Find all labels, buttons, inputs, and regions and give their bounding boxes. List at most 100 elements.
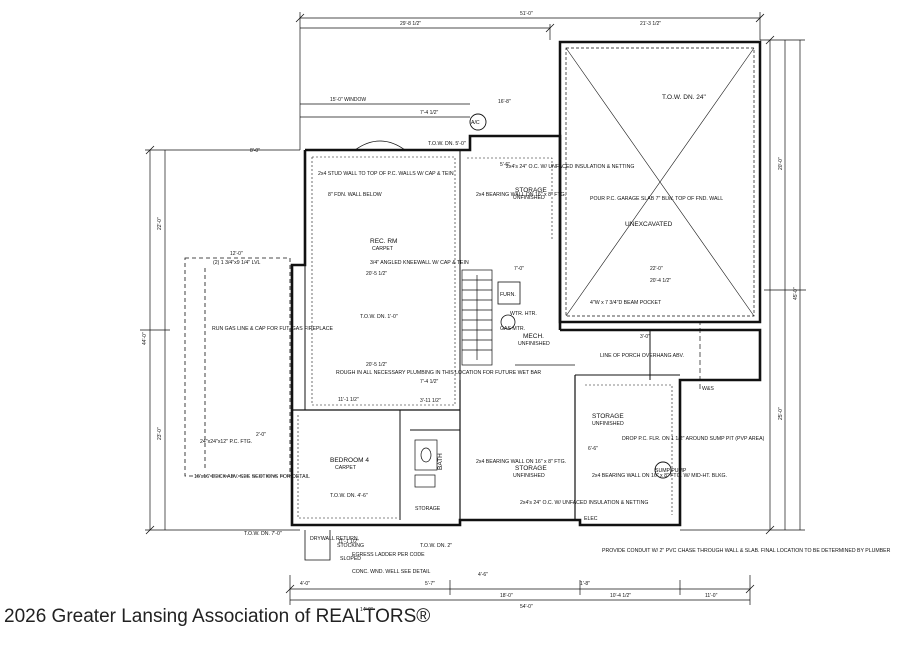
callout-fireplace: RUN GAS LINE & CAP FOR FUT. GAS FIREPLAC…: [212, 326, 334, 332]
stud-walls: [297, 156, 673, 519]
callout-insulation: 2x4's 24" O.C. W/ UNFACED INSULATION & N…: [506, 164, 634, 170]
callout-beam-pocket: 4"W x 7 3/4"D BEAM POCKET: [590, 300, 662, 306]
dim-bottom-right: 10'-4 1/2": [610, 593, 631, 599]
dim-rec-width: 20'-5 1/2": [366, 271, 387, 277]
dim-8-0: 8'-0": [250, 148, 260, 154]
dim-4-0: 4'-0": [300, 581, 310, 587]
dim-top-left: 29'-8 1/2": [400, 21, 421, 27]
callout-drywall: DRYWALL RETURN: [310, 536, 358, 542]
window-wells: [304, 140, 406, 561]
callout-stock: STOCKING: [337, 543, 364, 549]
callout-egress: EGRESS LADDER PER CODE: [352, 552, 425, 558]
callout-bearing-wall-1: 2x4 BEARING WALL ON 16" x 8" FTG.: [476, 192, 566, 198]
callout-sloped: SLOPED: [340, 556, 361, 562]
dim-7-4-b: 7'-4 1/2": [420, 379, 439, 385]
room-storage-mid-floor: UNFINISHED: [513, 473, 545, 479]
room-rec-rm: REC. RM: [370, 238, 397, 245]
callout-elec: ELEC: [584, 516, 598, 522]
room-bedroom-floor: CARPET: [335, 465, 357, 471]
callout-drain: PROVIDE CONDUIT W/ 2" PVC CHASE THROUGH …: [602, 548, 891, 554]
room-unexcavated: UNEXCAVATED: [625, 221, 673, 228]
room-storage-right-floor: UNFINISHED: [592, 421, 624, 427]
room-bath: BATH: [437, 453, 444, 470]
callout-furnace: FURN.: [500, 292, 516, 298]
dim-left-total: 44'-0": [142, 332, 148, 345]
dim-right-total: 45'-0": [793, 287, 799, 300]
dimension-lines: [140, 12, 806, 605]
dim-5-7: 5'-7": [425, 581, 435, 587]
dimension-ticks: [145, 13, 775, 594]
stairs: [461, 269, 493, 366]
callout-garage-wall: POUR P.C. GARAGE SLAB 7" BLW. TOP OF FND…: [590, 196, 723, 202]
foundation-walls: [290, 134, 762, 527]
dim-3-11: 3'-11 1/2": [420, 398, 441, 404]
dim-mech: 7'-0": [514, 266, 524, 272]
callout-water-heater: WTR. HTR.: [510, 311, 537, 317]
callout-window-well: CONC. WND. WELL SEE DETAIL: [352, 569, 431, 575]
dim-1-8: 1'-8": [580, 581, 590, 587]
dim-unexc-w2: 20'-4 1/2": [650, 278, 671, 284]
callout-insulation-2: 2x4's 24" O.C. W/ UNFACED INSULATION & N…: [520, 500, 648, 506]
room-storage-top: STORAGE: [515, 187, 547, 194]
sump-pump: [654, 461, 672, 479]
dim-16-8: 16'-8": [498, 99, 511, 105]
dim-deck: 12'-0": [230, 251, 243, 257]
callout-tow-4-6: T.O.W. DN. 4'-6": [330, 493, 368, 499]
callout-tow-2: T.O.W. DN. 2": [420, 543, 452, 549]
deck-outline: [184, 257, 291, 477]
callout-stud-wall: 2x4 STUD WALL TO TOP OF P.C. WALLS W/ CA…: [318, 171, 454, 177]
callout-ftg: 24"x24"x12" P.C. FTG.: [200, 439, 252, 445]
room-storage-right: STORAGE: [592, 413, 624, 420]
callout-unfin-storage: STORAGE: [415, 506, 441, 512]
callout-tow-5-0: T.O.W. DN. 5'-0": [428, 141, 466, 147]
bath-fixtures: [414, 439, 438, 488]
callout-ws: W&S: [702, 386, 714, 392]
room-storage-top-floor: UNFINISHED: [513, 195, 545, 201]
dim-left-b: 23'-0": [157, 427, 163, 440]
callout-angled-wall: 3/4" ANGLED KNEEWALL W/ CAP & TEIN: [370, 260, 469, 266]
dim-5-6: 5'-6": [500, 162, 510, 168]
dim-2-0: 2'-0": [256, 432, 266, 438]
callout-bearing-wall-2: 2x4 BEARING WALL ON 16" x 8" FTG.: [476, 459, 566, 465]
callout-ac: A/C: [471, 120, 480, 126]
dim-unexc-w: 22'-0": [650, 266, 663, 272]
dim-left-a: 22'-0": [157, 217, 163, 230]
dim-bottom-left: 14'-0": [360, 607, 373, 613]
callout-sump: SUMP PUMP: [655, 468, 687, 474]
room-storage-mid: STORAGE: [515, 465, 547, 472]
callout-fdn-wall: 8" FDN. WALL BELOW: [328, 192, 382, 198]
callout-tow-1-0: T.O.W. DN. 1'-0": [360, 314, 398, 320]
callout-drop-pc: DROP P.C. FLR. ON 1 1/2" AROUND SUMP PIT…: [622, 436, 765, 442]
room-rec-rm-floor: CARPET: [372, 246, 394, 252]
room-mech-floor: UNFINISHED: [518, 341, 550, 347]
dim-7-4: 7'-4 1/2": [420, 110, 439, 116]
dim-right-a: 20'-0": [778, 157, 784, 170]
callout-bearing-wall-3: 2x4 BEARING WALL ON 16" x 8" FTG. W/ MID…: [592, 473, 727, 479]
callout-rough-in: ROUGH IN ALL NECESSARY PLUMBING IN THIS …: [336, 370, 541, 376]
callout-tow-7-0: T.O.W. DN. 7'-0": [244, 531, 282, 537]
callout-tow-24: T.O.W. DN. 24": [662, 94, 707, 101]
callout-porch: LINE OF PORCH OVERHANG ABV.: [600, 353, 684, 359]
room-mech: MECH.: [523, 333, 544, 340]
dim-bottom-mid: 18'-0": [500, 593, 513, 599]
dim-right-b: 25'-0": [778, 407, 784, 420]
dim-bottom-total: 54'-0": [520, 604, 533, 610]
dim-top-right: 21'-3 1/2": [640, 21, 661, 27]
ac-unit: [469, 113, 487, 131]
dim-6-6: 6'-6": [588, 446, 598, 452]
dim-bed: 11'-1 1/2": [338, 397, 359, 403]
dim-4-6: 4'-6": [478, 572, 488, 578]
callout-gas-meter: GAS MTR.: [500, 326, 525, 332]
room-bedroom: BEDROOM 4: [330, 457, 369, 464]
dim-bed-2: 11'-1 1/2": [338, 539, 359, 545]
copyright-watermark: 2026 Greater Lansing Association of REAL…: [4, 606, 431, 627]
dim-bottom-far: 11'-0": [705, 593, 718, 599]
porch-line: [650, 321, 701, 390]
dim-3-0: 3'-0": [640, 334, 650, 340]
dim-overall-top: 51'-0": [520, 11, 533, 17]
furnace: [497, 281, 521, 305]
callout-deck: 16'x16' DECK ABV. SEE SECTIONS FOR DETAI…: [194, 474, 310, 480]
dim-rec-width-2: 20'-5 1/2": [366, 362, 387, 368]
dim-window: 15'-0" WINDOW: [330, 97, 366, 103]
